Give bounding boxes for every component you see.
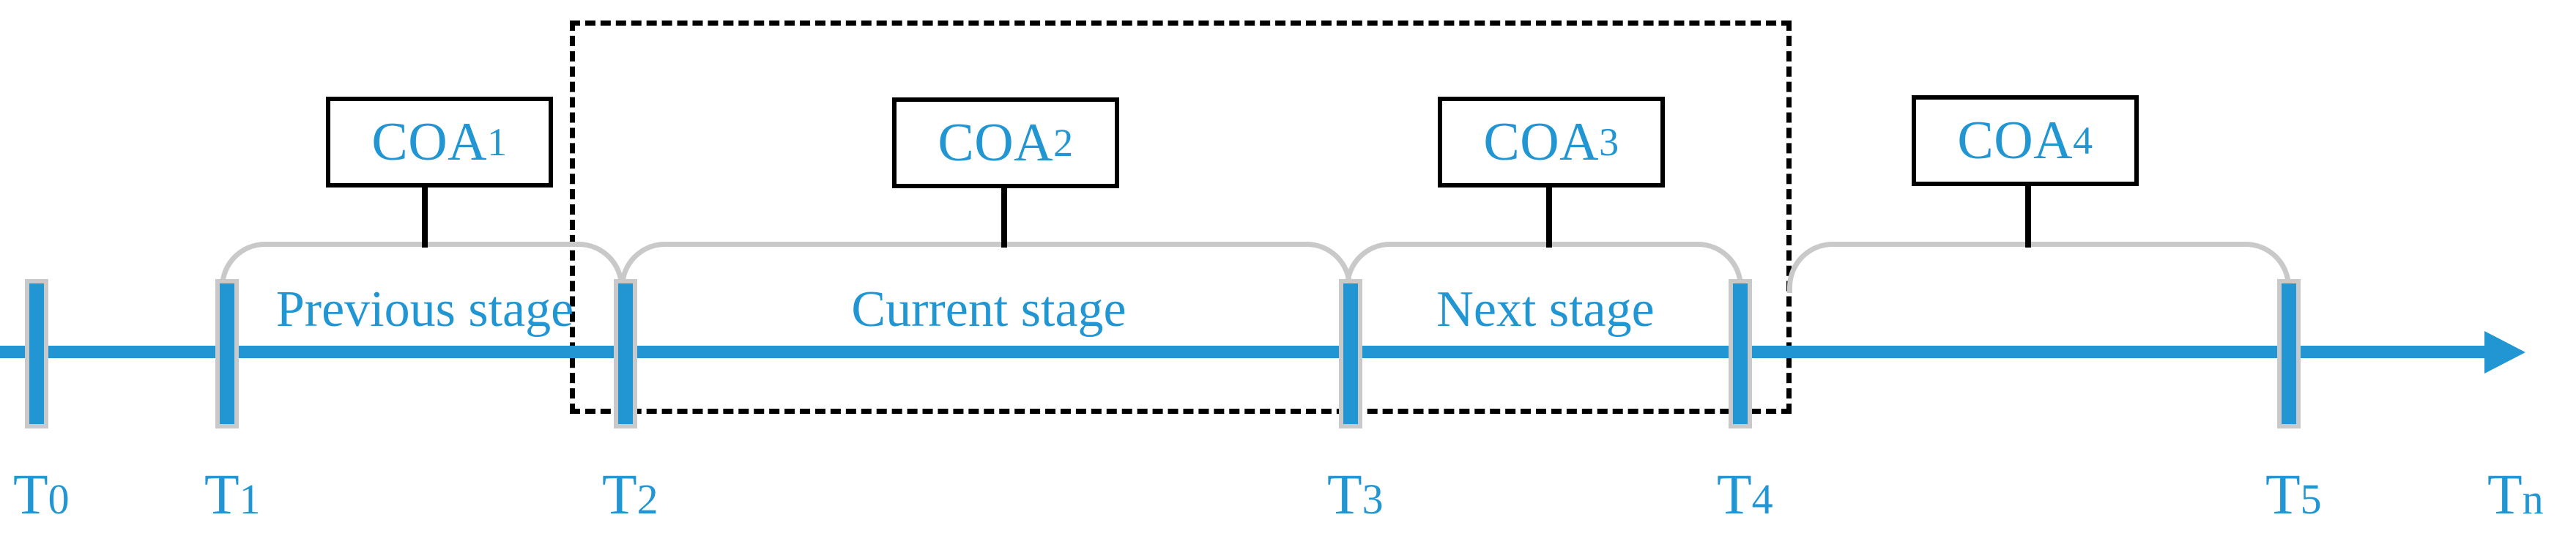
coa-subscript-1: 1 [487,120,508,164]
time-label-T1-sub: 1 [239,475,261,523]
time-label-T3: T3 [1327,466,1384,523]
coa-stem-1 [422,188,428,248]
time-label-T3-sub: 3 [1362,475,1384,523]
time-label-Tn-base: T [2487,462,2523,526]
time-label-T2-sub: 2 [636,475,658,523]
tick-mark-T1[interactable] [215,279,239,428]
tick-mark-T3[interactable] [1339,279,1362,428]
coa-label-3: COA [1483,112,1600,172]
dashed-focus-rectangle [570,21,1792,414]
timeline-axis-line [0,346,2512,358]
time-label-T5-sub: 5 [2300,475,2322,523]
timeline-arrow-icon [2484,331,2525,374]
time-label-T4-base: T [1717,462,1752,526]
time-label-T1-base: T [204,462,240,526]
stage-label-current: Current stage [851,281,1126,338]
time-label-T5: T5 [2265,466,2322,523]
coa-subscript-3: 3 [1599,120,1619,164]
time-label-T0-sub: 0 [48,475,70,523]
coa-subscript-4: 4 [2073,119,2093,163]
tick-mark-T4[interactable] [1729,279,1752,428]
coa-subscript-2: 2 [1053,121,1074,165]
time-label-T2-base: T [602,462,637,526]
time-label-T3-base: T [1327,462,1362,526]
coa-label-2: COA [938,113,1054,173]
time-label-T4-sub: 4 [1751,475,1773,523]
time-label-Tn-sub: n [2522,475,2544,523]
coa-stem-2 [1001,188,1007,248]
time-label-T5-base: T [2265,462,2301,526]
time-label-Tn: Tn [2487,466,2544,523]
time-label-T0: T0 [13,466,70,523]
coa-stem-3 [1546,188,1552,248]
time-label-T2: T2 [602,466,658,523]
stage-label-previous: Previous stage [275,281,574,338]
stage-bracket-future [1787,242,2291,293]
stage-label-next: Next stage [1436,281,1655,338]
coa-label-4: COA [1957,111,2074,171]
tick-mark-T5[interactable] [2277,279,2301,428]
coa-label-1: COA [371,112,488,172]
time-label-T0-base: T [13,462,48,526]
time-label-T1: T1 [204,466,261,523]
coa-stem-4 [2025,186,2031,248]
tick-mark-T2[interactable] [614,279,637,428]
tick-mark-T0[interactable] [25,279,48,428]
time-label-T4: T4 [1717,466,1773,523]
